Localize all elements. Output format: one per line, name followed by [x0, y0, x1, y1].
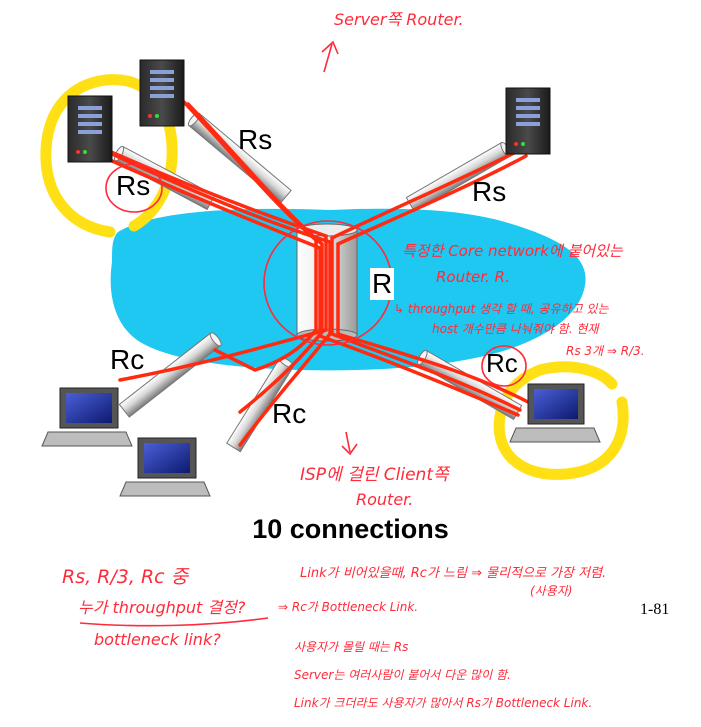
rc-right-text: Rc: [486, 348, 518, 378]
page-number: 1-81: [640, 601, 670, 618]
annotation-answer-4: Server는 여러사람이 붙어서 다운 많이 함.: [294, 668, 511, 682]
annotation-isp-2: Router.: [356, 490, 414, 509]
annotation-isp-1: ISP에 걸린 Client쪽: [300, 465, 449, 485]
rs-right-label: Rs: [472, 176, 506, 208]
r-core-label: R: [370, 268, 395, 300]
rc-left-text: Rc: [110, 344, 145, 375]
annotation-answer-3: 사용자가 몰릴 때는 Rs: [294, 640, 409, 654]
rs-left-label: Rs: [116, 170, 150, 202]
rs-left-text: Rs: [116, 170, 151, 201]
annotation-answer-5: Link가 크더라도 사용자가 많아서 Rs가 Bottleneck Link.: [294, 696, 593, 710]
server-top: [139, 59, 185, 127]
handwritten-marks: [79, 40, 527, 627]
server-highlight-circle: [40, 74, 178, 238]
r-core-text: R: [372, 268, 393, 299]
client-computer-mid: [119, 437, 211, 497]
annotation-throughput-3: Rs 3개 ⇒ R/3.: [566, 344, 645, 358]
annotation-question-2: 누가 throughput 결정?: [78, 598, 246, 617]
client-computer-right: [509, 383, 601, 443]
annotation-answer-1b: (사용자): [530, 584, 573, 598]
rs-top-label: Rs: [238, 124, 272, 156]
annotation-core-2: Router. R.: [436, 268, 510, 286]
rc-mid-label: Rc: [272, 398, 306, 430]
pipe-rc-left: [118, 332, 222, 418]
annotation-throughput-2: host 개수만큼 나눠줘야 함. 현재: [432, 322, 599, 336]
annotation-answer-2: ⇒ Rc가 Bottleneck Link.: [278, 600, 419, 614]
annotation-core-1: 특정한 Core network에 붙어있는: [402, 242, 623, 260]
annotation-question-3: bottleneck link?: [94, 630, 221, 649]
rc-right-label: Rc: [486, 348, 518, 379]
rc-mid-text: Rc: [272, 398, 307, 429]
client-highlight-circle: [493, 361, 629, 480]
annotation-question-1: Rs, R/3, Rc 중: [62, 566, 189, 588]
rc-left-label: Rc: [110, 344, 144, 376]
client-computer-left: [41, 387, 133, 447]
server-right: [505, 87, 551, 155]
server-left: [67, 95, 113, 163]
connection-flows: [100, 98, 530, 447]
annotation-throughput-1: ↳ throughput 생각 할 때, 공유하고 있는: [394, 302, 609, 316]
rs-right-text: Rs: [472, 176, 507, 207]
annotation-server-router: Server쪽 Router.: [334, 10, 464, 29]
rs-top-text: Rs: [238, 124, 273, 155]
slide-title: 10 connections: [252, 514, 449, 544]
annotation-answer-1: Link가 비어있을때, Rc가 느림 ⇒ 물리적으로 가장 저렴.: [300, 566, 607, 581]
